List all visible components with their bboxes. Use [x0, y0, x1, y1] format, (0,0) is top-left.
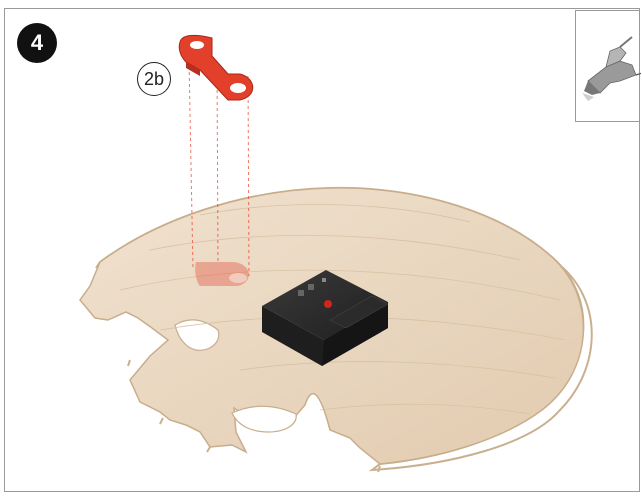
glue-gun-icon — [576, 11, 641, 123]
bracket-part[interactable] — [179, 35, 253, 100]
part-callout-text: 2b — [144, 69, 164, 90]
tool-panel — [575, 10, 640, 122]
part-callout: 2b — [137, 62, 171, 96]
power-button[interactable] — [324, 300, 332, 308]
step-number-badge: 4 — [17, 23, 57, 63]
step-number: 4 — [31, 30, 43, 56]
board-cutout-bottom — [232, 406, 296, 432]
